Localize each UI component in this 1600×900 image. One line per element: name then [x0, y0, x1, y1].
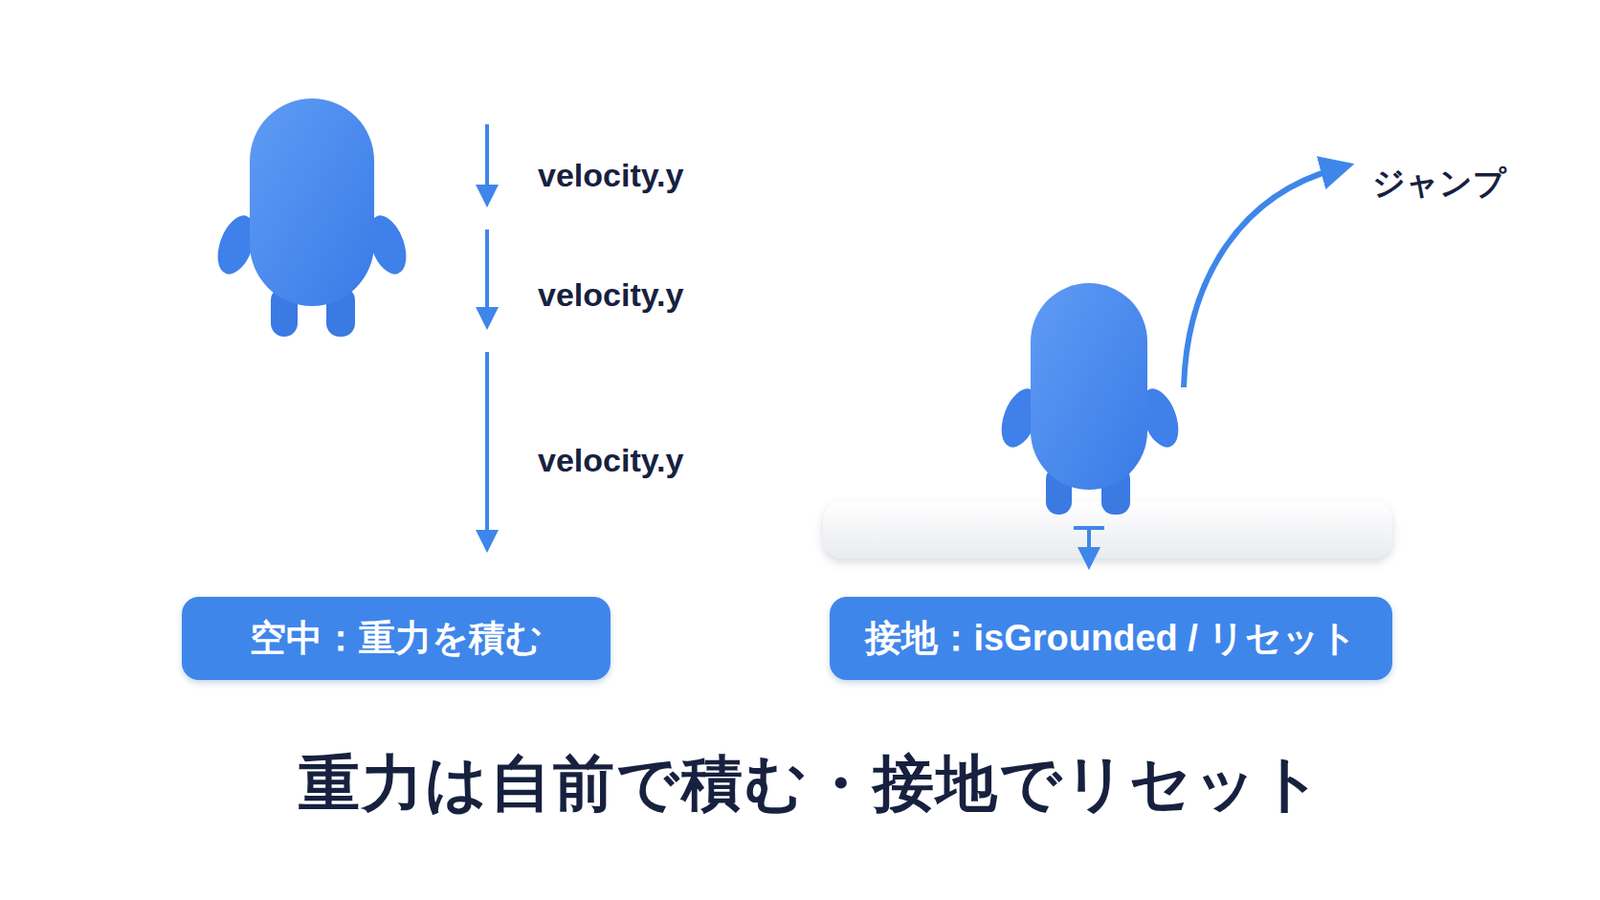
- jump-arrow: [1183, 168, 1338, 388]
- label-pill: 接地：isGrounded / リセット: [829, 597, 1393, 681]
- character-falling: [210, 98, 414, 337]
- character-grounded: [994, 283, 1186, 515]
- ground-contact-arrow: [1073, 528, 1105, 559]
- jump-label: ジャンプ: [1372, 161, 1507, 206]
- pill-text: 空中：重力を積む: [249, 614, 543, 664]
- pill-text: 接地：isGrounded / リセット: [865, 614, 1358, 664]
- velocity-arrows: [485, 124, 489, 542]
- velocity-label: velocity.y: [537, 442, 684, 480]
- label-pill: 空中：重力を積む: [181, 597, 611, 681]
- caption: 重力は自前で積む・接地でリセット: [298, 742, 1325, 826]
- velocity-label: velocity.y: [537, 156, 684, 195]
- velocity-label: velocity.y: [537, 276, 684, 314]
